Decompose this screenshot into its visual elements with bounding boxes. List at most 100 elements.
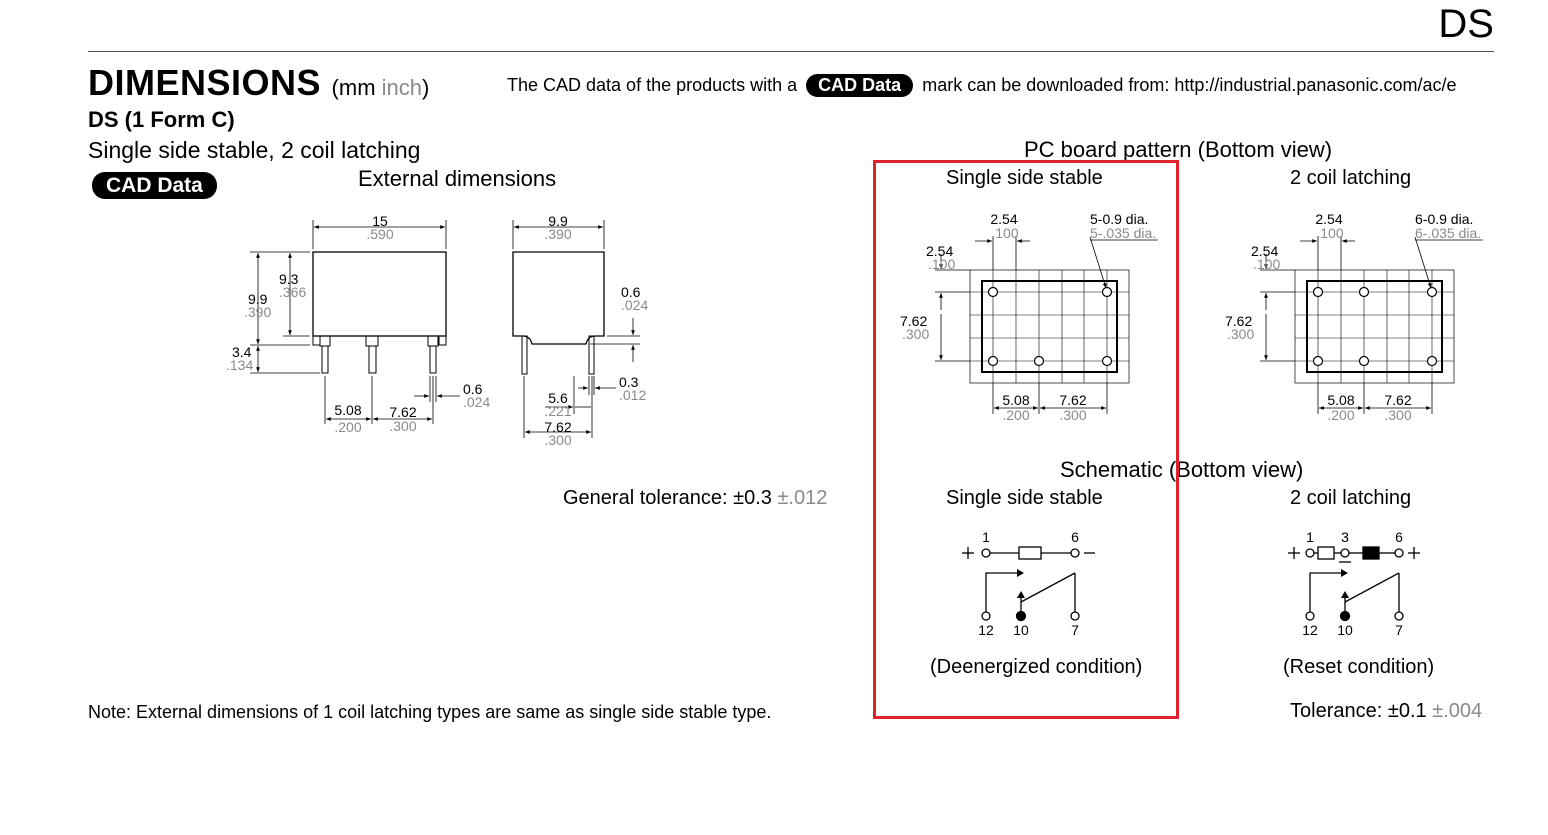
front-height-mm: 9.9	[248, 291, 268, 307]
general-tolerance-mm: ±0.3	[733, 487, 778, 509]
front-pin-width-in: .024	[463, 394, 490, 410]
sch-latching-set-coil	[1317, 546, 1335, 560]
side-width-mm: 9.9	[548, 213, 568, 229]
title-main: DIMENSIONS	[88, 62, 322, 103]
pcb-latching-grid	[1295, 270, 1454, 383]
side-pitch-b-in: .300	[544, 432, 571, 448]
side-pin-right	[588, 335, 595, 375]
pcb-latching-caption: 2 coil latching	[1290, 167, 1412, 189]
front-foot-left	[312, 335, 321, 346]
front-pin-length-in: .134	[226, 357, 253, 373]
sch-single-pin10-label: 10	[1013, 622, 1029, 638]
pcb-latching-p1-mm: 5.08	[1327, 392, 1354, 408]
front-view-drawing: 15 .590 9.9 .390 9.3 .366 3.4 .134 0.6 .…	[226, 213, 490, 435]
sch-latching-pin6-terminal	[1394, 548, 1404, 558]
model-subtitle: Single side stable, 2 coil latching	[88, 137, 421, 163]
pcb-latching-holes-in: 6-.035 dia.	[1415, 225, 1481, 241]
pcb-heading: PC board pattern (Bottom view)	[1024, 137, 1333, 162]
side-width-in: .390	[544, 226, 571, 242]
sch-latching-reset-coil	[1362, 546, 1380, 560]
sch-single-pin12-label: 12	[978, 622, 994, 638]
side-dimension-lines	[512, 220, 640, 438]
pcb-single-holes	[987, 286, 1113, 367]
unit-mm: (mm	[331, 75, 382, 100]
sch-latching-pin7-terminal	[1394, 611, 1404, 621]
general-tolerance-label: General tolerance:	[563, 487, 734, 509]
pcb-latching-pitch-mm: 2.54	[1315, 211, 1342, 227]
side-pitch-b-mm: 7.62	[544, 419, 571, 435]
side-pin-left	[521, 335, 528, 375]
pcb-single-grid-frame	[969, 269, 1130, 384]
sch-single-pin7-terminal	[1070, 611, 1080, 621]
pcb-single-pitch-v-mm: 2.54	[926, 243, 953, 259]
general-tolerance: General tolerance: ±0.3 ±.012	[563, 487, 827, 510]
sch-single-pin7-label: 7	[1071, 622, 1079, 638]
sch-latching-pin3-terminal	[1340, 548, 1350, 558]
front-pitch1-in: .200	[334, 419, 361, 435]
schematic-heading: Schematic (Bottom view)	[1060, 457, 1304, 482]
pcb-latching-p2-in: .300	[1384, 407, 1411, 423]
side-view-drawing: 9.9 .390 0.6 .024 0.3 .012 5.6 .221 7.62…	[512, 213, 648, 448]
front-dimension-lines	[250, 220, 460, 424]
front-pitch1-mm: 5.08	[334, 402, 361, 418]
relay-body-side	[512, 251, 605, 345]
front-body-mm: 9.3	[279, 271, 299, 287]
front-pins	[319, 335, 439, 374]
pcb-single-pitch-mm: 2.54	[990, 211, 1017, 227]
pcb-single-p1-in: .200	[1002, 407, 1029, 423]
sch-single-pin12-terminal	[981, 611, 991, 621]
page-title: DIMENSIONS (mm inch)	[88, 62, 429, 104]
sch-latching-pin12-terminal	[1305, 611, 1315, 621]
pcb-latching-pitch-v-mm: 2.54	[1251, 243, 1278, 259]
external-dimensions-heading: External dimensions	[358, 166, 557, 191]
schematic-latching-caption: 2 coil latching	[1290, 487, 1412, 509]
pcb-latching-outline	[1306, 280, 1443, 373]
pcb-latching-pitch-v-in: .100	[1253, 256, 1280, 272]
schematic-single-condition: (Deenergized condition)	[930, 656, 1143, 678]
cad-notice-before: The CAD data of the products with a	[507, 75, 798, 95]
side-pin-thickness-mm: 0.3	[619, 374, 639, 390]
pcb-latching-dimension-lines	[1260, 236, 1483, 414]
pcb-latching-holes	[1312, 286, 1438, 367]
cad-data-badge[interactable]: CAD Data	[92, 172, 217, 199]
pcb-single-row-mm: 7.62	[900, 313, 927, 329]
general-tolerance-inch: ±.012	[777, 487, 828, 509]
pcb-single-p2-in: .300	[1059, 407, 1086, 423]
highlight-box	[873, 160, 1179, 719]
unit-close: )	[422, 75, 430, 100]
relay-body-front	[312, 251, 447, 337]
side-pitch-a-mm: 5.6	[548, 390, 568, 406]
pcb-single-pitch-in: .100	[991, 225, 1018, 241]
sch-latching-pin6-label: 6	[1395, 529, 1403, 545]
pcb-latching-pitch-in: .100	[1316, 225, 1343, 241]
pcb-single-p1-mm: 5.08	[1002, 392, 1029, 408]
schematic-latching-condition: (Reset condition)	[1283, 656, 1435, 678]
front-pitch2-in: .300	[389, 418, 416, 434]
pcb-latching-grid-frame	[1294, 269, 1455, 384]
pcb-tolerance: Tolerance: ±0.1 ±.004	[1290, 700, 1482, 723]
front-pitch2-mm: 7.62	[389, 404, 416, 420]
sch-single-pin1-label: 1	[982, 529, 990, 545]
pcb-latching-p2-mm: 7.62	[1384, 392, 1411, 408]
front-width-in: .590	[366, 226, 393, 242]
front-body-in: .366	[279, 284, 306, 300]
front-width-mm: 15	[372, 213, 388, 229]
series-label: DS	[1438, 2, 1494, 46]
pcb-single-caption: Single side stable	[946, 167, 1103, 189]
sch-single-pin6-label: 6	[1071, 529, 1079, 545]
header-rule	[88, 51, 1494, 52]
cad-notice-after: mark can be downloaded from: http://indu…	[922, 75, 1457, 95]
sch-single-pin10-terminal	[1015, 610, 1027, 622]
sch-latching-pin12-label: 12	[1302, 622, 1318, 638]
schematic-latching-drawing: 1 3 6 12 10 7	[1288, 529, 1420, 638]
footnote: Note: External dimensions of 1 coil latc…	[88, 702, 772, 722]
pcb-single-drawing: 2.54 .100 2.54 .100 5-0.9 dia. 5-.035 di…	[900, 211, 1158, 423]
pcb-single-dimension-lines	[935, 236, 1158, 414]
cad-data-badge-inline: CAD Data	[806, 74, 914, 97]
pcb-latching-row-in: .300	[1227, 326, 1254, 342]
pcb-latching-drawing: 2.54 .100 2.54 .100 6-0.9 dia. 6-.035 di…	[1225, 211, 1483, 423]
cad-notice: The CAD data of the products with a CAD …	[507, 74, 1457, 97]
sch-latching-pin3-label: 3	[1341, 529, 1349, 545]
pcb-tolerance-inch: ±.004	[1432, 700, 1483, 722]
